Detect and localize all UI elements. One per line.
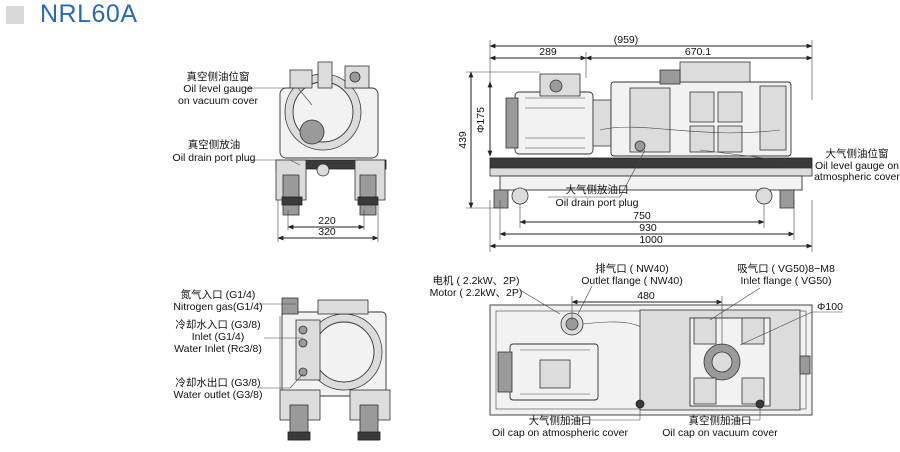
label-oil-gauge-vacuum-en1: Oil level gauge [183,83,253,95]
label-water-out-en: Water outlet (G3/8) [174,389,263,401]
front-view [245,61,387,242]
dim-670: 670.1 [685,46,711,58]
dim-phi175: Φ175 [475,107,487,133]
dim-959: (959) [614,34,639,46]
label-drain-atm-cn: 大气侧放油口 [566,183,629,196]
title-marker [6,6,24,24]
label-inlet-cn: 吸气口 ( VG50)8−M8 [737,262,835,275]
label-gauge-atm-en1: Oil level gauge on [815,160,899,172]
label-water-in-cn: 冷却水入口 (G3/8) [175,318,260,331]
dim-320: 320 [318,226,336,238]
label-drain-vacuum-en: Oil drain port plug [173,152,256,164]
label-cap-atm-cn: 大气侧加油口 [529,414,592,427]
label-water-in-en2: Water Inlet (Rc3/8) [174,343,262,355]
end-view [258,297,391,441]
label-n2-cn: 氮气入口 (G1/4) [181,288,256,301]
label-cap-vac-cn: 真空侧加油口 [689,414,752,427]
label-water-in-en1: Inlet (G1/4) [192,331,245,343]
dim-480: 480 [637,290,655,302]
label-gauge-atm-en2: atmospheric cover [814,171,900,183]
label-oil-gauge-vacuum-en2: on vacuum cover [178,95,258,107]
dim-439: 439 [457,131,469,149]
label-drain-vacuum-cn: 真空侧放油 [188,138,241,151]
label-outlet-cn: 排气口 ( NW40) [595,262,669,275]
label-cap-atm-en: Oil cap on atmospheric cover [492,427,628,439]
label-water-out-cn: 冷却水出口 (G3/8) [175,376,260,389]
dim-phi100: Φ100 [817,301,843,313]
label-drain-atm-en: Oil drain port plug [556,197,639,209]
label-outlet-en: Outlet flange ( NW40) [581,275,683,287]
dim-220: 220 [318,215,336,227]
label-n2-en: Nitrogen gas(G1/4) [173,301,262,313]
label-cap-vac-en: Oil cap on vacuum cover [662,427,778,439]
label-oil-gauge-vacuum-cn: 真空侧油位窗 [187,70,250,83]
label-inlet-en: Inlet flange ( VG50) [740,275,831,287]
dim-750: 750 [633,210,651,222]
side-view [466,40,813,252]
top-view [489,285,843,421]
dim-289: 289 [539,46,557,58]
label-motor-en: Motor ( 2.2kW、2P) [430,287,523,299]
label-gauge-atm-cn: 大气侧油位窗 [826,147,889,160]
dim-1000: 1000 [639,234,663,246]
label-motor-cn: 电机 ( 2.2kW、2P) [433,274,520,287]
dim-930: 930 [639,222,657,234]
page-title: NRL60A [40,0,138,28]
